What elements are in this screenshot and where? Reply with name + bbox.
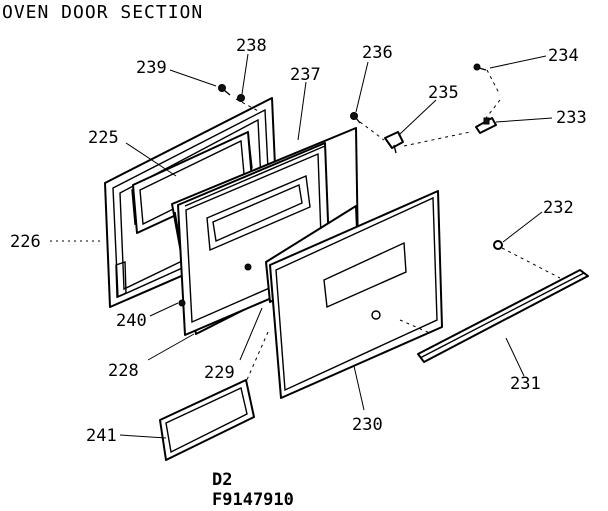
diagram-title: OVEN DOOR SECTION bbox=[2, 2, 203, 23]
part-label-225: 225 bbox=[88, 128, 119, 148]
part-label-241: 241 bbox=[86, 426, 117, 446]
part-label-229: 229 bbox=[204, 363, 235, 383]
bumper-232 bbox=[493, 240, 503, 250]
part-label-232: 232 bbox=[543, 198, 574, 218]
screw-234 bbox=[473, 63, 487, 71]
hinge-bracket-235 bbox=[384, 131, 404, 154]
screw-239 bbox=[218, 84, 231, 96]
screw-236 bbox=[350, 112, 361, 124]
screw-240 bbox=[178, 263, 252, 307]
part-label-234: 234 bbox=[548, 46, 579, 66]
part-label-228: 228 bbox=[108, 361, 139, 381]
part-label-236: 236 bbox=[362, 43, 393, 63]
assembly-line bbox=[501, 247, 561, 279]
part-label-230: 230 bbox=[352, 415, 383, 435]
screw-238 bbox=[237, 94, 245, 102]
outer-door-panel bbox=[269, 190, 443, 399]
part-label-226: 226 bbox=[10, 232, 41, 252]
diagram-code: D2 bbox=[212, 470, 232, 490]
part-label-237: 237 bbox=[290, 65, 321, 85]
assembly-line bbox=[245, 331, 269, 383]
part-label-231: 231 bbox=[510, 374, 541, 394]
assembly-line bbox=[485, 99, 501, 119]
drawing-number: F9147910 bbox=[212, 490, 294, 510]
assembly-line bbox=[486, 69, 501, 96]
part-label-238: 238 bbox=[236, 36, 267, 56]
part-label-239: 239 bbox=[136, 58, 167, 78]
assembly-line bbox=[403, 131, 471, 147]
part-labels: 239 238 237 236 235 234 233 232 225 226 … bbox=[10, 36, 587, 446]
assembly-line bbox=[359, 121, 385, 141]
leader-lines bbox=[50, 53, 553, 439]
assembly-line bbox=[235, 98, 261, 113]
hinge-233 bbox=[475, 117, 497, 134]
part-label-233: 233 bbox=[556, 108, 587, 128]
assembly-line bbox=[399, 319, 433, 335]
window-trim bbox=[159, 379, 255, 461]
part-label-235: 235 bbox=[428, 83, 459, 103]
door-handle-trim bbox=[417, 269, 589, 363]
part-label-240: 240 bbox=[116, 311, 147, 331]
